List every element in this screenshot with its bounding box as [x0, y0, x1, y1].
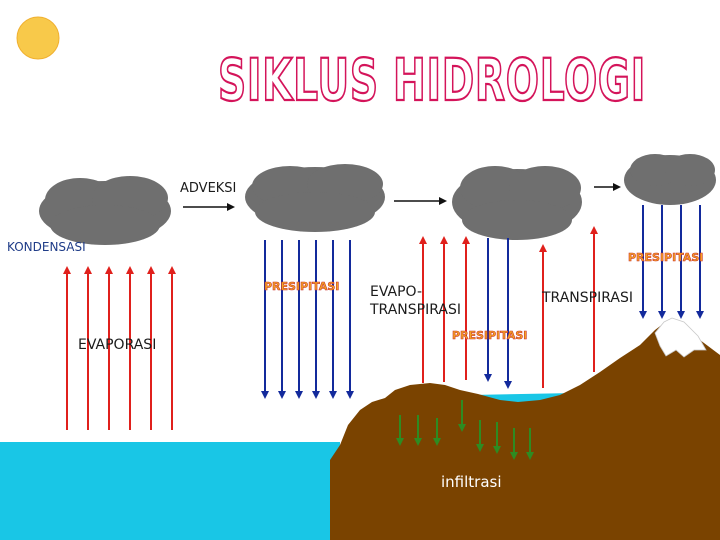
- label-presipitasi: PRESIPITASI: [628, 251, 703, 264]
- precipitation-arrows: [484, 238, 512, 389]
- label-evapotranspirasi-1: EVAPO-: [370, 284, 422, 300]
- label-evaporasi: EVAPORASI: [78, 337, 156, 353]
- precipitation-arrows: [639, 205, 704, 319]
- cloud-icon: [452, 166, 582, 240]
- label-transpirasi: TRANSPIRASI: [541, 290, 633, 306]
- cloud-icon: [39, 176, 171, 245]
- label-adveksi: ADVEKSI: [180, 181, 236, 196]
- sea-water: [0, 442, 340, 540]
- label-infiltrasi: infiltrasi: [441, 473, 502, 491]
- land-terrain: [330, 320, 720, 540]
- precipitation-arrows: [261, 240, 354, 399]
- infiltration-arrows: [396, 400, 534, 460]
- evapotranspiration-arrows: [419, 236, 470, 383]
- cloud-icon: [624, 154, 716, 205]
- label-presipitasi: PRESIPITASI: [452, 329, 527, 342]
- label-kondensasi: KONDENSASI: [7, 240, 86, 254]
- snow-cap: [654, 317, 707, 358]
- transpiration-arrows: [539, 226, 598, 388]
- cloud-icon: [245, 164, 385, 232]
- label-presipitasi: PRESIPITASI: [264, 280, 339, 293]
- evaporation-arrows: [63, 266, 176, 430]
- label-evapotranspirasi-2: TRANSPIRASI: [369, 302, 461, 318]
- diagram-title: SIKLUS HIDROLOGI: [218, 46, 646, 114]
- sun-icon: [16, 16, 60, 60]
